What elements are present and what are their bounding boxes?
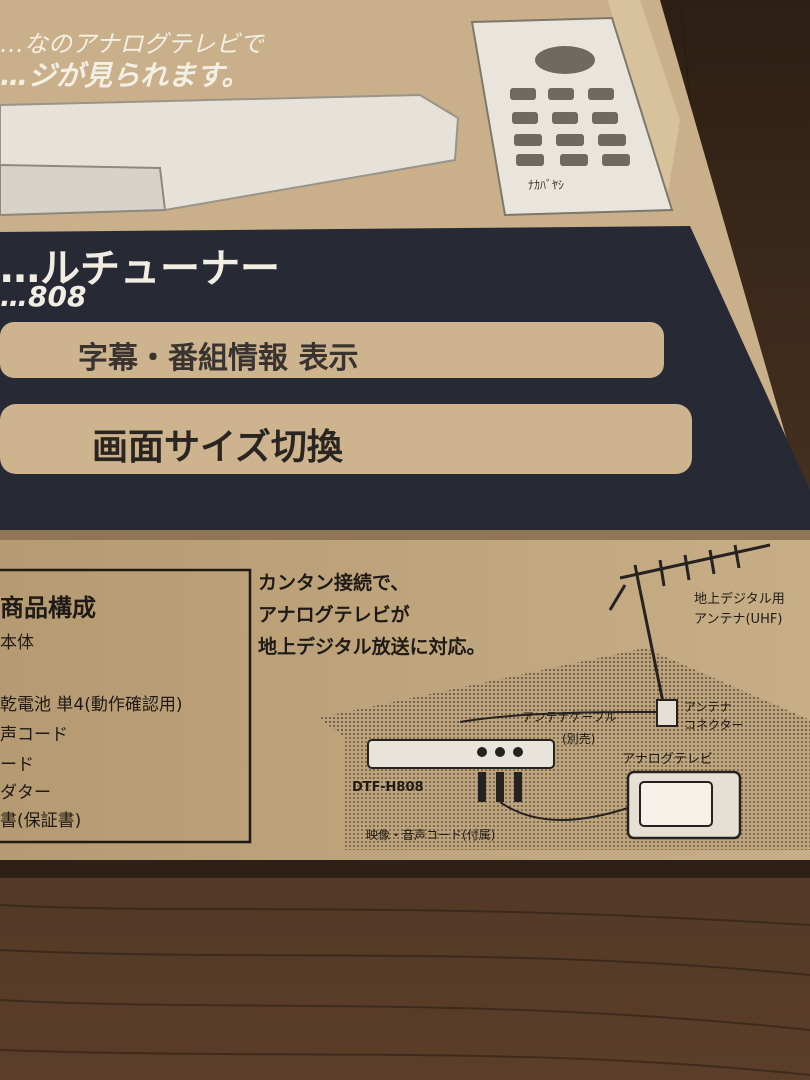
diagram-av-plugs [477, 747, 523, 802]
contents-item-5: ダター [0, 783, 51, 803]
diagram-tuner-icon [367, 739, 555, 769]
box-flap-edge [608, 0, 680, 210]
contents-item-4: ード [0, 755, 34, 775]
contents-item-3: 声コード [0, 725, 68, 745]
cable-note-label: (別売) [562, 732, 596, 746]
headline-line-2: アナログテレビが [258, 604, 410, 626]
contents-frame [0, 568, 252, 844]
antenna-label-2: アンテナ(UHF) [694, 612, 783, 627]
antenna-cable-label: アンテナケーブル [522, 710, 617, 724]
feature-pill-1 [0, 322, 664, 378]
antenna-cable-line [459, 711, 658, 723]
tuner-front [0, 163, 167, 217]
av-cord-line [499, 801, 629, 821]
headline-line-1: カンタン接続で、 [258, 572, 410, 594]
headline-line-3: 地上デジタル放送に対応。 [258, 636, 486, 658]
box-bottom-shadow [0, 860, 810, 878]
antenna-label-1: 地上デジタル用 [694, 592, 785, 607]
box-fold-edge [0, 530, 810, 540]
contents-item-6: 書(保証書) [0, 811, 82, 831]
connector-label-2: コネクター [684, 718, 744, 732]
feature-subtitles: 字幕・番組情報 表示 [78, 341, 359, 376]
antenna-icon [608, 543, 771, 713]
tagline-line-2: …ジが見られます。 [0, 59, 250, 92]
diagram-model-label: DTF-H808 [352, 780, 424, 795]
antenna-connector-icon [656, 699, 678, 727]
connector-label-1: アンテナ [684, 700, 732, 714]
av-cord-label: 映像・音声コード(付属) [366, 828, 496, 842]
contents-item-1: 本体 [0, 633, 34, 653]
feature-pill-2 [0, 404, 692, 474]
feature-screen-size: 画面サイズ切換 [92, 427, 343, 468]
remote-brand-label: ﾅｶﾊﾞﾔｼ [528, 178, 565, 192]
diagram-tv-screen [639, 781, 713, 827]
contents-title: 商品構成 [0, 594, 96, 622]
house-roof [318, 648, 810, 735]
contents-item-2: 乾電池 単4(動作確認用) [0, 695, 183, 715]
model-number: …808 [0, 280, 87, 313]
remote-buttons [510, 46, 630, 166]
product-name: …ルチューナー [0, 246, 280, 292]
tagline-line-1: …なのアナログテレビで [0, 30, 264, 58]
analog-tv-label: アナログテレビ [622, 752, 713, 767]
